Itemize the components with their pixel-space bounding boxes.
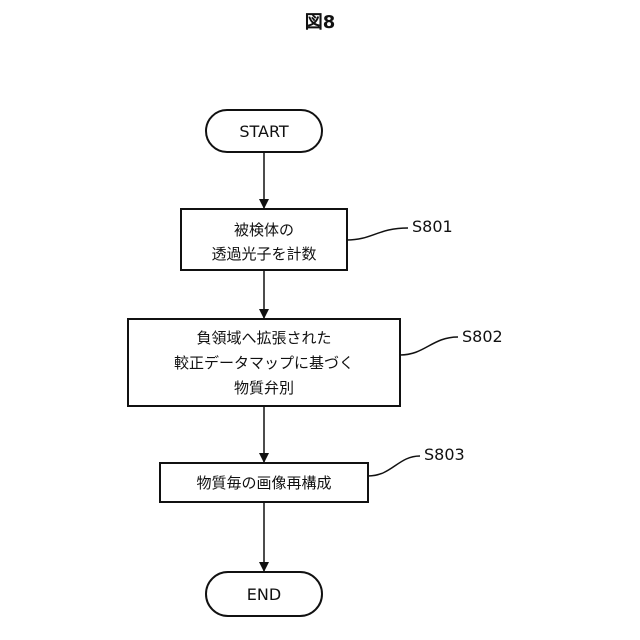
step-s802-line-3: 物質弁別 (234, 379, 294, 397)
step-s802-line-1: 負領域へ拡張された (196, 329, 331, 347)
step-s801-line-2: 透過光子を計数 (211, 245, 316, 263)
end-label: END (247, 585, 281, 604)
step-s803-leader (368, 456, 420, 476)
step-s802-label: S802 (462, 327, 503, 346)
step-s801-label: S801 (412, 217, 453, 236)
start-label: START (239, 122, 289, 141)
step-s801-leader (347, 228, 408, 240)
step-s803-label: S803 (424, 445, 465, 464)
step-s802-leader (400, 337, 458, 355)
step-s803-line-1: 物質毎の画像再構成 (196, 474, 331, 492)
step-s801-line-1: 被検体の (234, 221, 294, 239)
step-s802-line-2: 較正データマップに基づく (174, 354, 354, 372)
